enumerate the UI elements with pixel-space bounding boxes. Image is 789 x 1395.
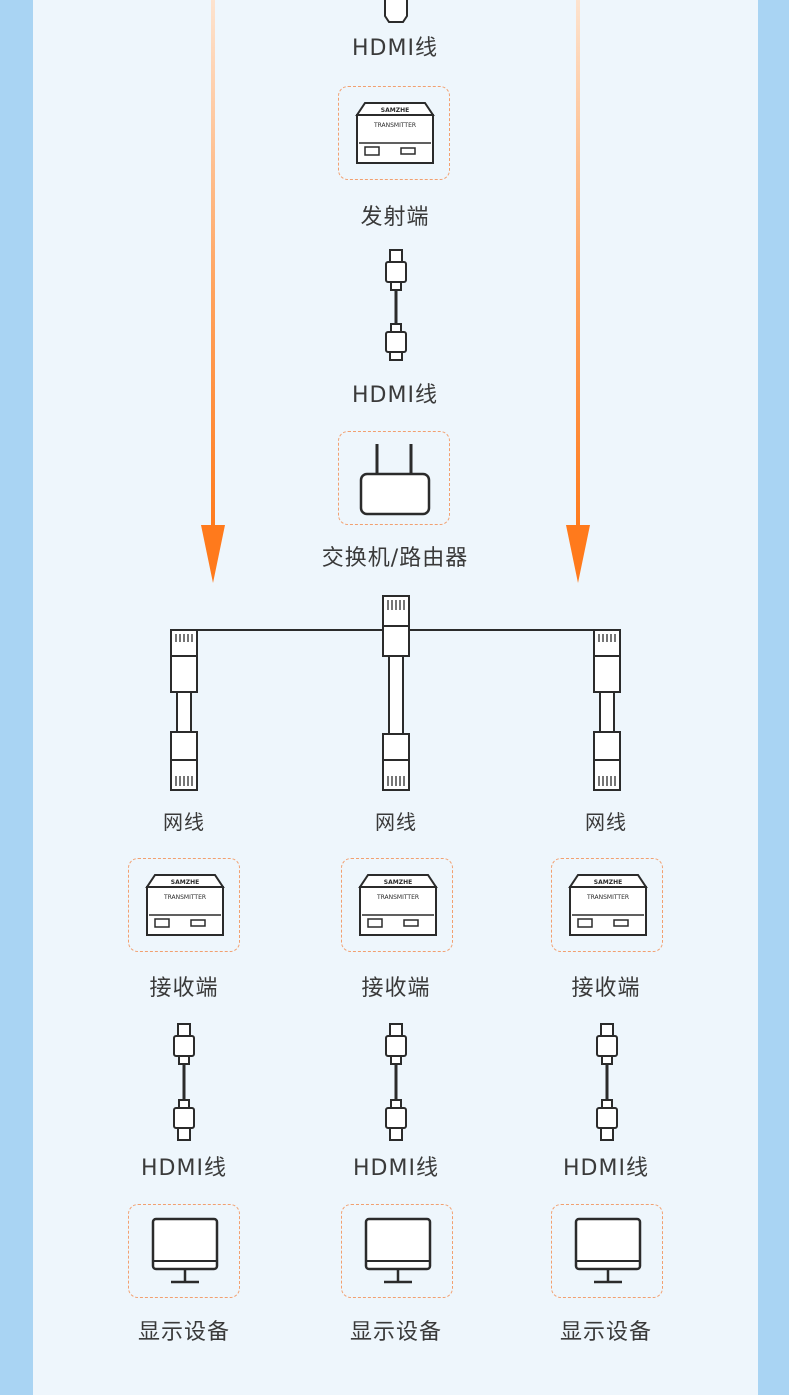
ethernet-label: 网线 (163, 810, 205, 834)
svg-text:TRANSMITTER: TRANSMITTER (376, 894, 419, 901)
ethernet-label: 网线 (375, 810, 417, 834)
svg-text:SAMZHE: SAMZHE (381, 107, 409, 114)
hdmi-cable-icon (385, 249, 407, 361)
switch-box (338, 431, 450, 525)
hdmi-cable-icon (596, 1023, 618, 1141)
hdmi-label-top: HDMI线 (352, 36, 438, 61)
receiver-box-icon: SAMZHE TRANSMITTER (568, 874, 648, 936)
hdmi-cable-icon (173, 1023, 195, 1141)
display-label: 显示设备 (137, 1320, 230, 1345)
ethernet-cable-icon (382, 595, 410, 791)
hdmi-label: HDMI线 (563, 1156, 649, 1181)
hdmi-cable-icon (384, 0, 408, 23)
svg-text:TRANSMITTER: TRANSMITTER (586, 894, 629, 901)
flow-arrow-left (201, 0, 225, 583)
switch-label: 交换机/路由器 (321, 546, 469, 571)
flow-arrow-right (566, 0, 590, 583)
transmitter-box: SAMZHE TRANSMITTER (338, 86, 450, 180)
network-switch-icon (359, 444, 431, 516)
ethernet-label: 网线 (585, 810, 627, 834)
receiver-label: 接收端 (571, 976, 641, 1001)
display-box (128, 1204, 240, 1298)
receiver-box-icon: SAMZHE TRANSMITTER (145, 874, 225, 936)
hdmi-label-middle: HDMI线 (352, 383, 438, 408)
svg-text:TRANSMITTER: TRANSMITTER (163, 894, 206, 901)
receiver-box: SAMZHE TRANSMITTER (551, 858, 663, 952)
svg-text:SAMZHE: SAMZHE (594, 879, 622, 886)
display-label: 显示设备 (559, 1320, 652, 1345)
display-label: 显示设备 (349, 1320, 442, 1345)
receiver-box: SAMZHE TRANSMITTER (128, 858, 240, 952)
svg-text:TRANSMITTER: TRANSMITTER (373, 122, 416, 129)
transmitter-box-icon: SAMZHE TRANSMITTER (355, 102, 435, 164)
hdmi-label: HDMI线 (353, 1156, 439, 1181)
receiver-label: 接收端 (149, 976, 219, 1001)
monitor-icon (151, 1217, 219, 1284)
receiver-box: SAMZHE TRANSMITTER (341, 858, 453, 952)
ethernet-cable-icon (170, 629, 198, 791)
svg-text:SAMZHE: SAMZHE (171, 879, 199, 886)
transmitter-label: 发射端 (360, 205, 430, 230)
ethernet-cable-icon (593, 629, 621, 791)
hdmi-cable-icon (385, 1023, 407, 1141)
receiver-label: 接收端 (361, 976, 431, 1001)
svg-text:SAMZHE: SAMZHE (384, 879, 412, 886)
display-box (551, 1204, 663, 1298)
monitor-icon (574, 1217, 642, 1284)
hdmi-label: HDMI线 (141, 1156, 227, 1181)
display-box (341, 1204, 453, 1298)
receiver-box-icon: SAMZHE TRANSMITTER (358, 874, 438, 936)
monitor-icon (364, 1217, 432, 1284)
